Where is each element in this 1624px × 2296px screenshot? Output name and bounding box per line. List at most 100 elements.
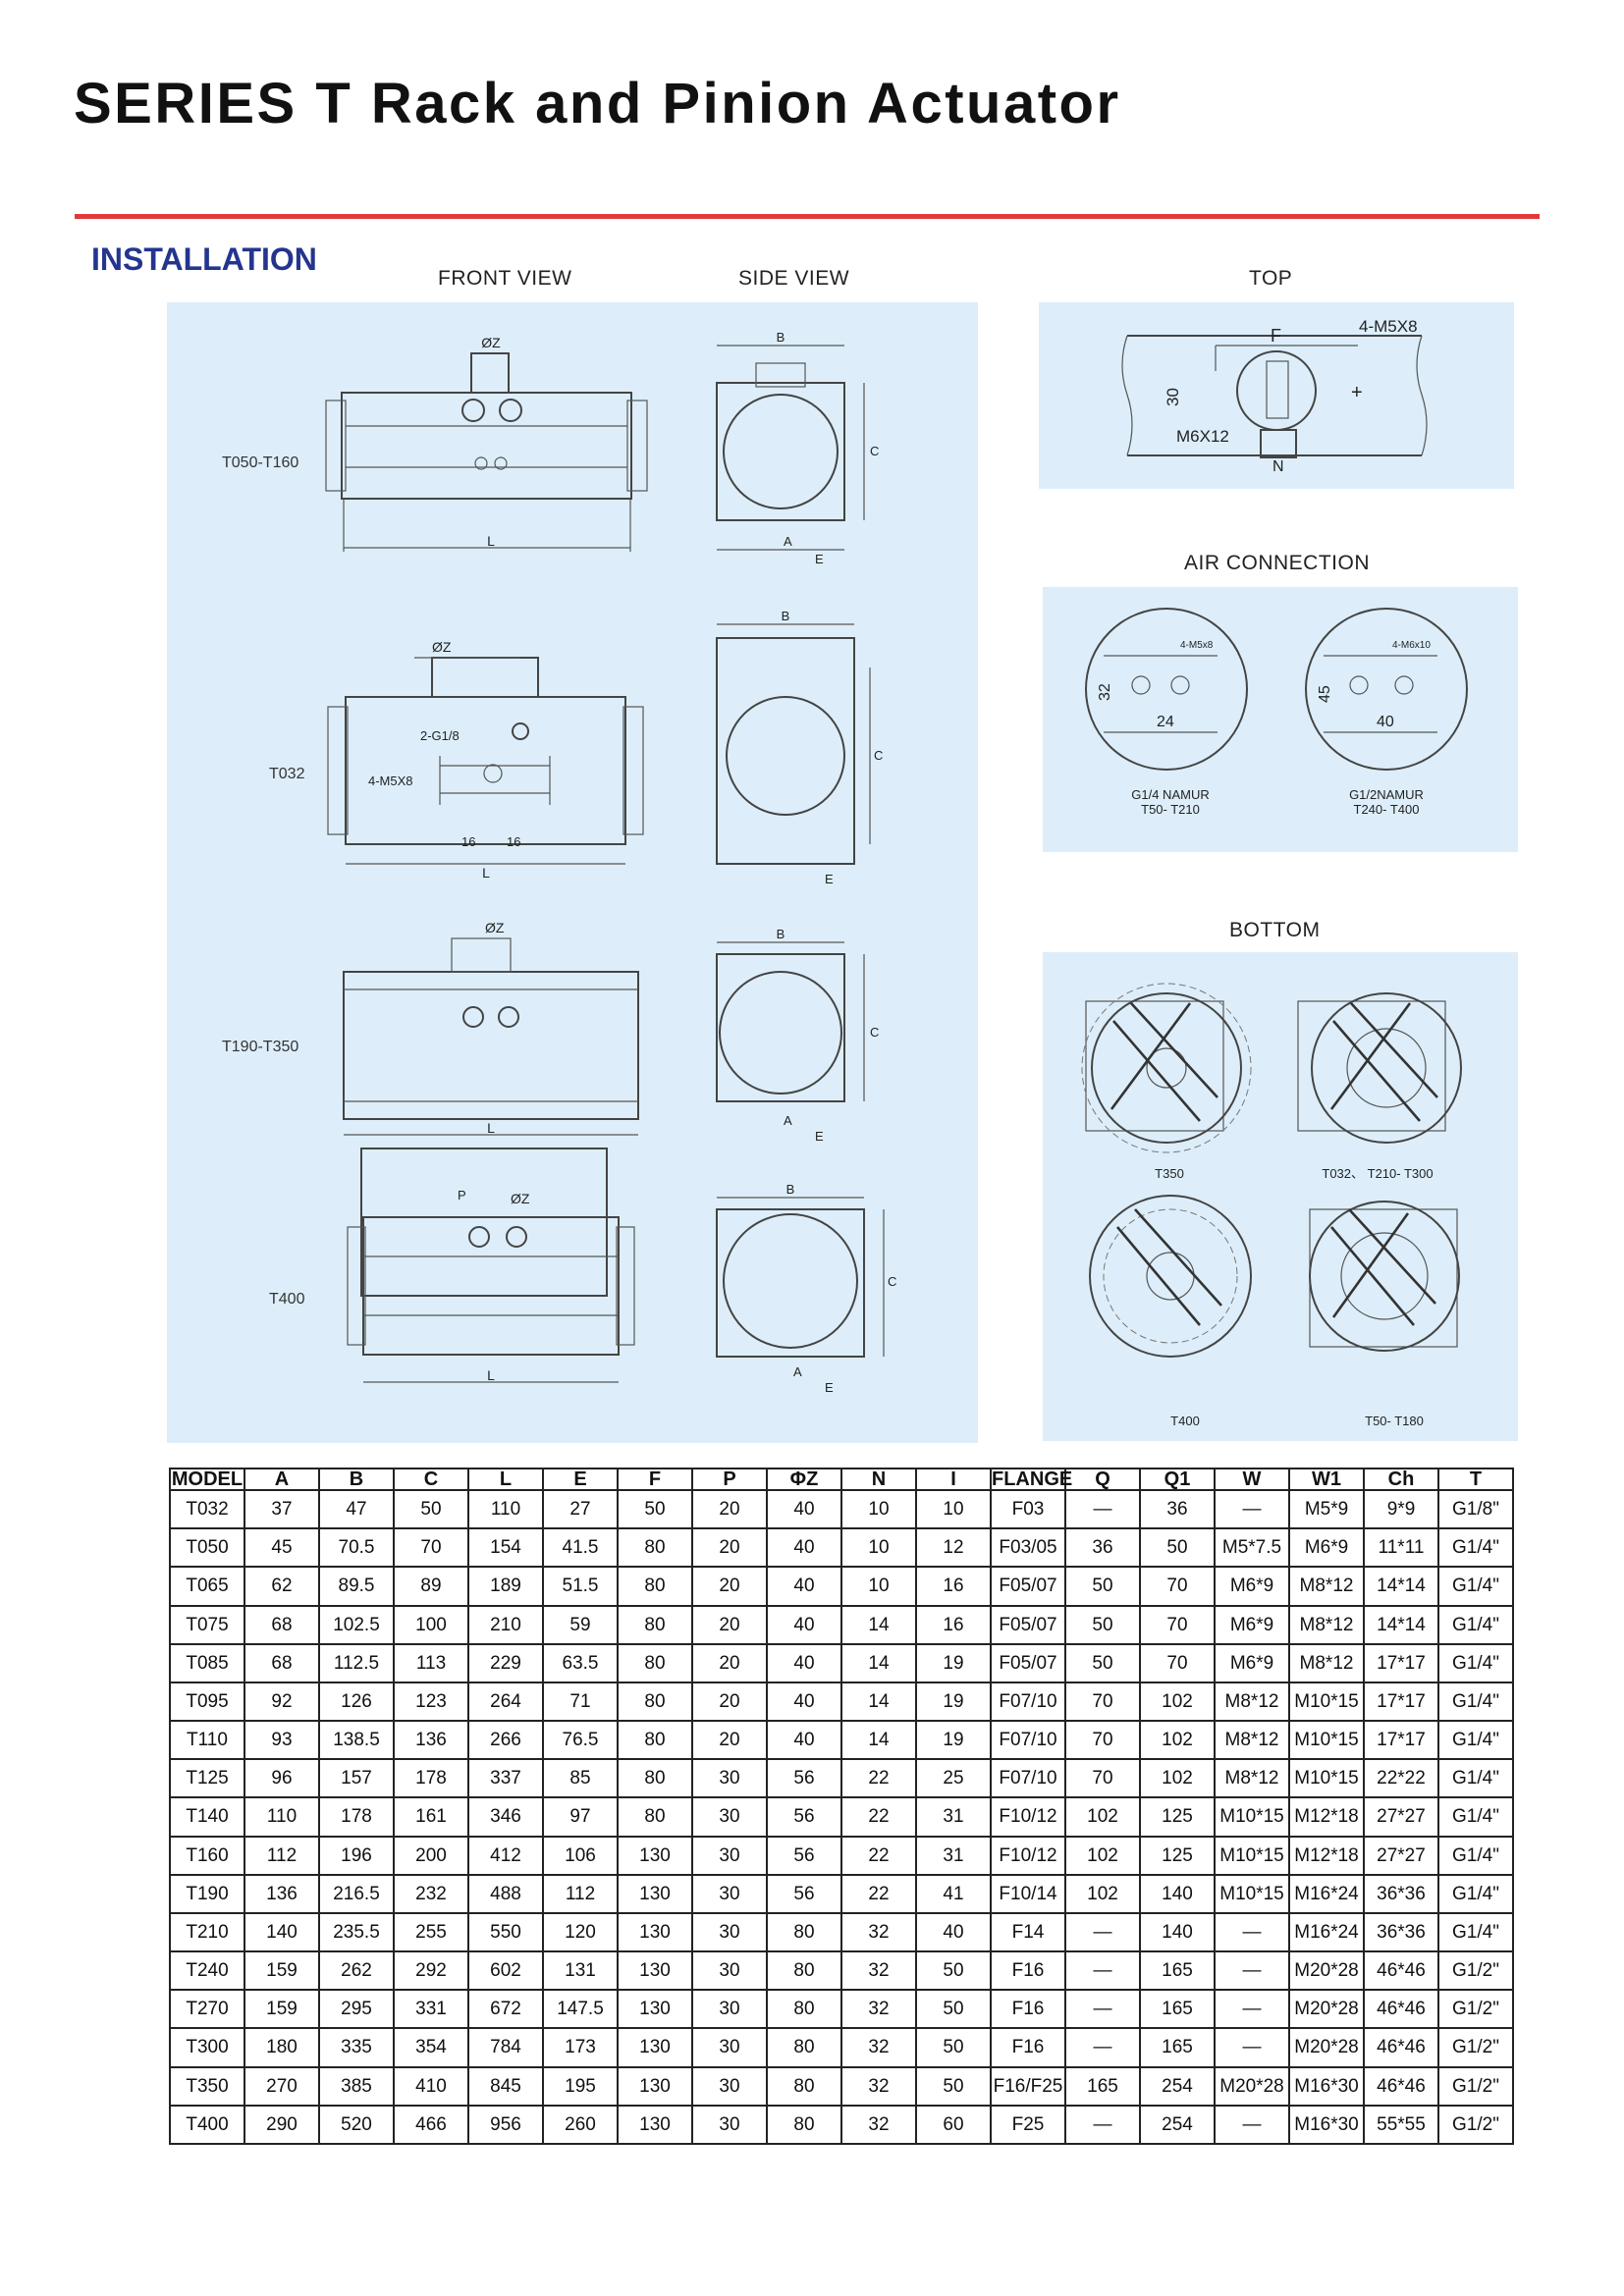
table-cell: 40 xyxy=(915,1911,992,1953)
table-cell: 46*46 xyxy=(1363,2065,1439,2107)
table-cell: — xyxy=(1214,2027,1290,2068)
table-cell: 196 xyxy=(318,1835,395,1876)
table-cell: — xyxy=(1064,1950,1141,1992)
table-cell: 113 xyxy=(393,1642,469,1683)
dim-a-label: A xyxy=(793,1364,802,1379)
table-cell: 262 xyxy=(318,1950,395,1992)
table-cell: 157 xyxy=(318,1758,395,1799)
table-cell: 102 xyxy=(1139,1681,1216,1723)
table-cell: 14*14 xyxy=(1363,1604,1439,1645)
table-cell: 22 xyxy=(840,1796,917,1838)
table-cell: 130 xyxy=(617,1835,693,1876)
table-cell: 264 xyxy=(467,1681,544,1723)
table-cell: G1/4" xyxy=(1437,1835,1514,1876)
side-view-label: SIDE VIEW xyxy=(738,267,850,290)
table-cell: 56 xyxy=(766,1758,842,1799)
table-cell: 165 xyxy=(1064,2065,1141,2107)
table-cell: 50 xyxy=(1139,1527,1216,1569)
table-cell: 70.5 xyxy=(318,1527,395,1569)
table-cell: 331 xyxy=(393,1989,469,2030)
dim-e-label: E xyxy=(815,1129,824,1144)
table-cell: — xyxy=(1064,2104,1141,2146)
table-cell: 80 xyxy=(766,2104,842,2146)
column-header: E xyxy=(542,1468,619,1491)
table-cell: — xyxy=(1214,1911,1290,1953)
table-cell: 14 xyxy=(840,1720,917,1761)
table-cell: M8*12 xyxy=(1214,1758,1290,1799)
table-cell: 102.5 xyxy=(318,1604,395,1645)
dim-b-label: B xyxy=(786,1182,795,1197)
table-cell: 40 xyxy=(766,1642,842,1683)
table-cell: 295 xyxy=(318,1989,395,2030)
table-cell: M16*24 xyxy=(1288,1873,1365,1914)
table-cell: 30 xyxy=(691,1950,768,1992)
table-cell: G1/4" xyxy=(1437,1873,1514,1914)
dim-c-label: C xyxy=(874,748,883,763)
table-cell: T050 xyxy=(169,1527,245,1569)
top-view-drawing: F 4-M5X8 30 M6X12 N + xyxy=(1121,317,1428,475)
table-cell: 50 xyxy=(617,1488,693,1530)
table-cell: 30 xyxy=(691,2104,768,2146)
table-cell: 550 xyxy=(467,1911,544,1953)
table-cell: 20 xyxy=(691,1527,768,1569)
table-cell: M8*12 xyxy=(1214,1720,1290,1761)
table-cell: 80 xyxy=(617,1527,693,1569)
table-cell: M8*12 xyxy=(1214,1681,1290,1723)
dim-e-label: E xyxy=(815,552,824,566)
table-cell: 10 xyxy=(840,1527,917,1569)
table-cell: 41.5 xyxy=(542,1527,619,1569)
table-cell: 20 xyxy=(691,1681,768,1723)
table-cell: 22*22 xyxy=(1363,1758,1439,1799)
table-cell: 47 xyxy=(318,1488,395,1530)
hole-label: 4-M5X8 xyxy=(368,774,413,788)
table-cell: 112 xyxy=(244,1835,320,1876)
column-header: W xyxy=(1214,1468,1290,1491)
table-cell: 70 xyxy=(1139,1604,1216,1645)
table-cell: 31 xyxy=(915,1796,992,1838)
table-cell: 210 xyxy=(467,1604,544,1645)
table-cell: 56 xyxy=(766,1835,842,1876)
table-cell: 80 xyxy=(617,1720,693,1761)
table-cell: 32 xyxy=(840,2027,917,2068)
dim-z-label: ØZ xyxy=(485,920,505,935)
table-cell: 178 xyxy=(393,1758,469,1799)
column-header: C xyxy=(393,1468,469,1491)
dim-l-label: L xyxy=(487,1367,495,1383)
table-cell: M16*30 xyxy=(1288,2104,1365,2146)
dim-16a-label: 16 xyxy=(461,834,475,849)
table-cell: 68 xyxy=(244,1604,320,1645)
table-cell: T400 xyxy=(169,2104,245,2146)
table-cell: 180 xyxy=(244,2027,320,2068)
table-cell: — xyxy=(1214,2104,1290,2146)
table-cell: M10*15 xyxy=(1214,1835,1290,1876)
table-cell: 14 xyxy=(840,1604,917,1645)
table-cell: 36*36 xyxy=(1363,1873,1439,1914)
dim-c-label: C xyxy=(870,444,879,458)
table-cell: G1/4" xyxy=(1437,1796,1514,1838)
table-cell: T065 xyxy=(169,1566,245,1607)
column-header: W1 xyxy=(1288,1468,1365,1491)
table-cell: 14 xyxy=(840,1642,917,1683)
table-cell: 20 xyxy=(691,1488,768,1530)
dim-z-label: ØZ xyxy=(511,1191,530,1206)
table-cell: 30 xyxy=(691,2027,768,2068)
bottom-view-label: BOTTOM xyxy=(1229,919,1321,941)
table-cell: 56 xyxy=(766,1873,842,1914)
bottom-caption-t032: T032、 T210- T300 xyxy=(1322,1166,1434,1181)
table-cell: M10*15 xyxy=(1288,1681,1365,1723)
dim-e-label: E xyxy=(825,872,834,886)
table-cell: F16 xyxy=(990,2027,1066,2068)
table-cell: 50 xyxy=(915,1989,992,2030)
table-cell: 20 xyxy=(691,1642,768,1683)
table-cell: 80 xyxy=(617,1796,693,1838)
row-label-t400: T400 xyxy=(269,1291,305,1308)
table-cell: 22 xyxy=(840,1835,917,1876)
table-cell: 138.5 xyxy=(318,1720,395,1761)
top-view-label: TOP xyxy=(1249,267,1293,290)
table-cell: — xyxy=(1064,2027,1141,2068)
table-cell: 25 xyxy=(915,1758,992,1799)
